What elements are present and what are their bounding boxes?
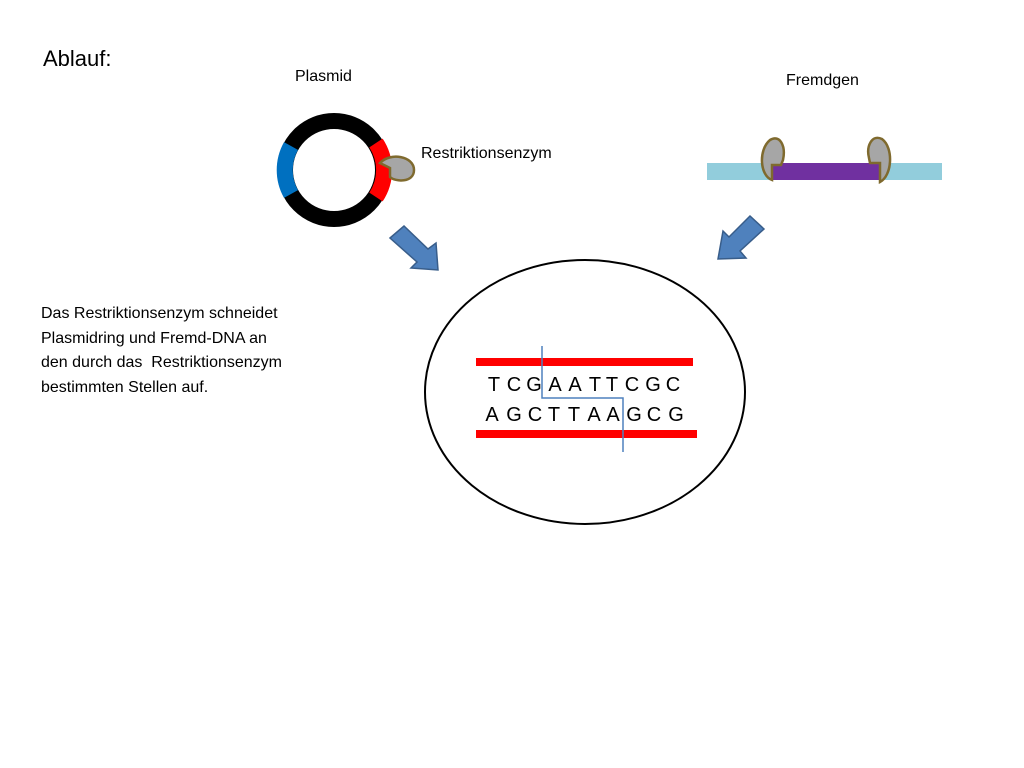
plasmid-segment-blue	[276, 142, 299, 198]
sequence-base-top: A	[548, 374, 562, 396]
plasmid-segment-red	[369, 138, 393, 202]
gene-insert	[772, 163, 880, 180]
restriction-enzyme-icon	[867, 136, 892, 185]
sequence-base-top: G	[526, 374, 542, 396]
restriction-enzyme-label: Restriktionsenzym	[421, 145, 552, 162]
dna-backbone-bottom	[476, 430, 697, 438]
zoom-ellipse	[424, 259, 746, 525]
dna-backbone-top	[476, 358, 693, 366]
sequence-base-bottom: A	[485, 404, 499, 426]
plasmid-ring	[276, 113, 393, 227]
sequence-base-bottom: G	[668, 404, 684, 426]
description-line: den durch das Restriktionsenzym	[41, 354, 282, 371]
sequence-base-top: C	[625, 374, 639, 396]
sequence-base-top: T	[488, 374, 500, 396]
sequence-base-top: T	[606, 374, 618, 396]
restriction-enzyme-icon	[760, 137, 785, 182]
sequence-base-bottom: G	[506, 404, 522, 426]
sequence-base-top: T	[589, 374, 601, 396]
sequence-base-top: A	[568, 374, 582, 396]
description-text: Das Restriktionsenzym schneidet Plasmidr…	[41, 302, 282, 400]
sequence-base-bottom: C	[647, 404, 661, 426]
sequence-base-bottom: G	[626, 404, 642, 426]
sequence-base-bottom: C	[528, 404, 542, 426]
sequence-base-top: C	[666, 374, 680, 396]
arrow-down-left-icon	[717, 214, 766, 260]
restriction-enzyme-icon	[377, 155, 416, 182]
sequence-base-bottom: A	[606, 404, 620, 426]
description-line: Das Restriktionsenzym schneidet	[41, 305, 278, 322]
cut-line	[541, 346, 624, 452]
sequence-base-bottom: T	[568, 404, 580, 426]
sequence-base-top: G	[645, 374, 661, 396]
description-line: bestimmten Stellen auf.	[41, 378, 209, 396]
sequence-base-bottom: T	[548, 404, 560, 426]
description-line: Plasmidring und Fremd-DNA an	[41, 329, 267, 347]
sequence-base-bottom: A	[587, 404, 601, 426]
arrow-down-right-icon	[388, 224, 439, 271]
fremdgen-label: Fremdgen	[786, 72, 859, 89]
plasmid-ring-black	[277, 113, 391, 227]
sequence-base-top: C	[507, 374, 521, 396]
page-title: Ablauf:	[43, 46, 112, 71]
plasmid-label: Plasmid	[295, 68, 352, 85]
